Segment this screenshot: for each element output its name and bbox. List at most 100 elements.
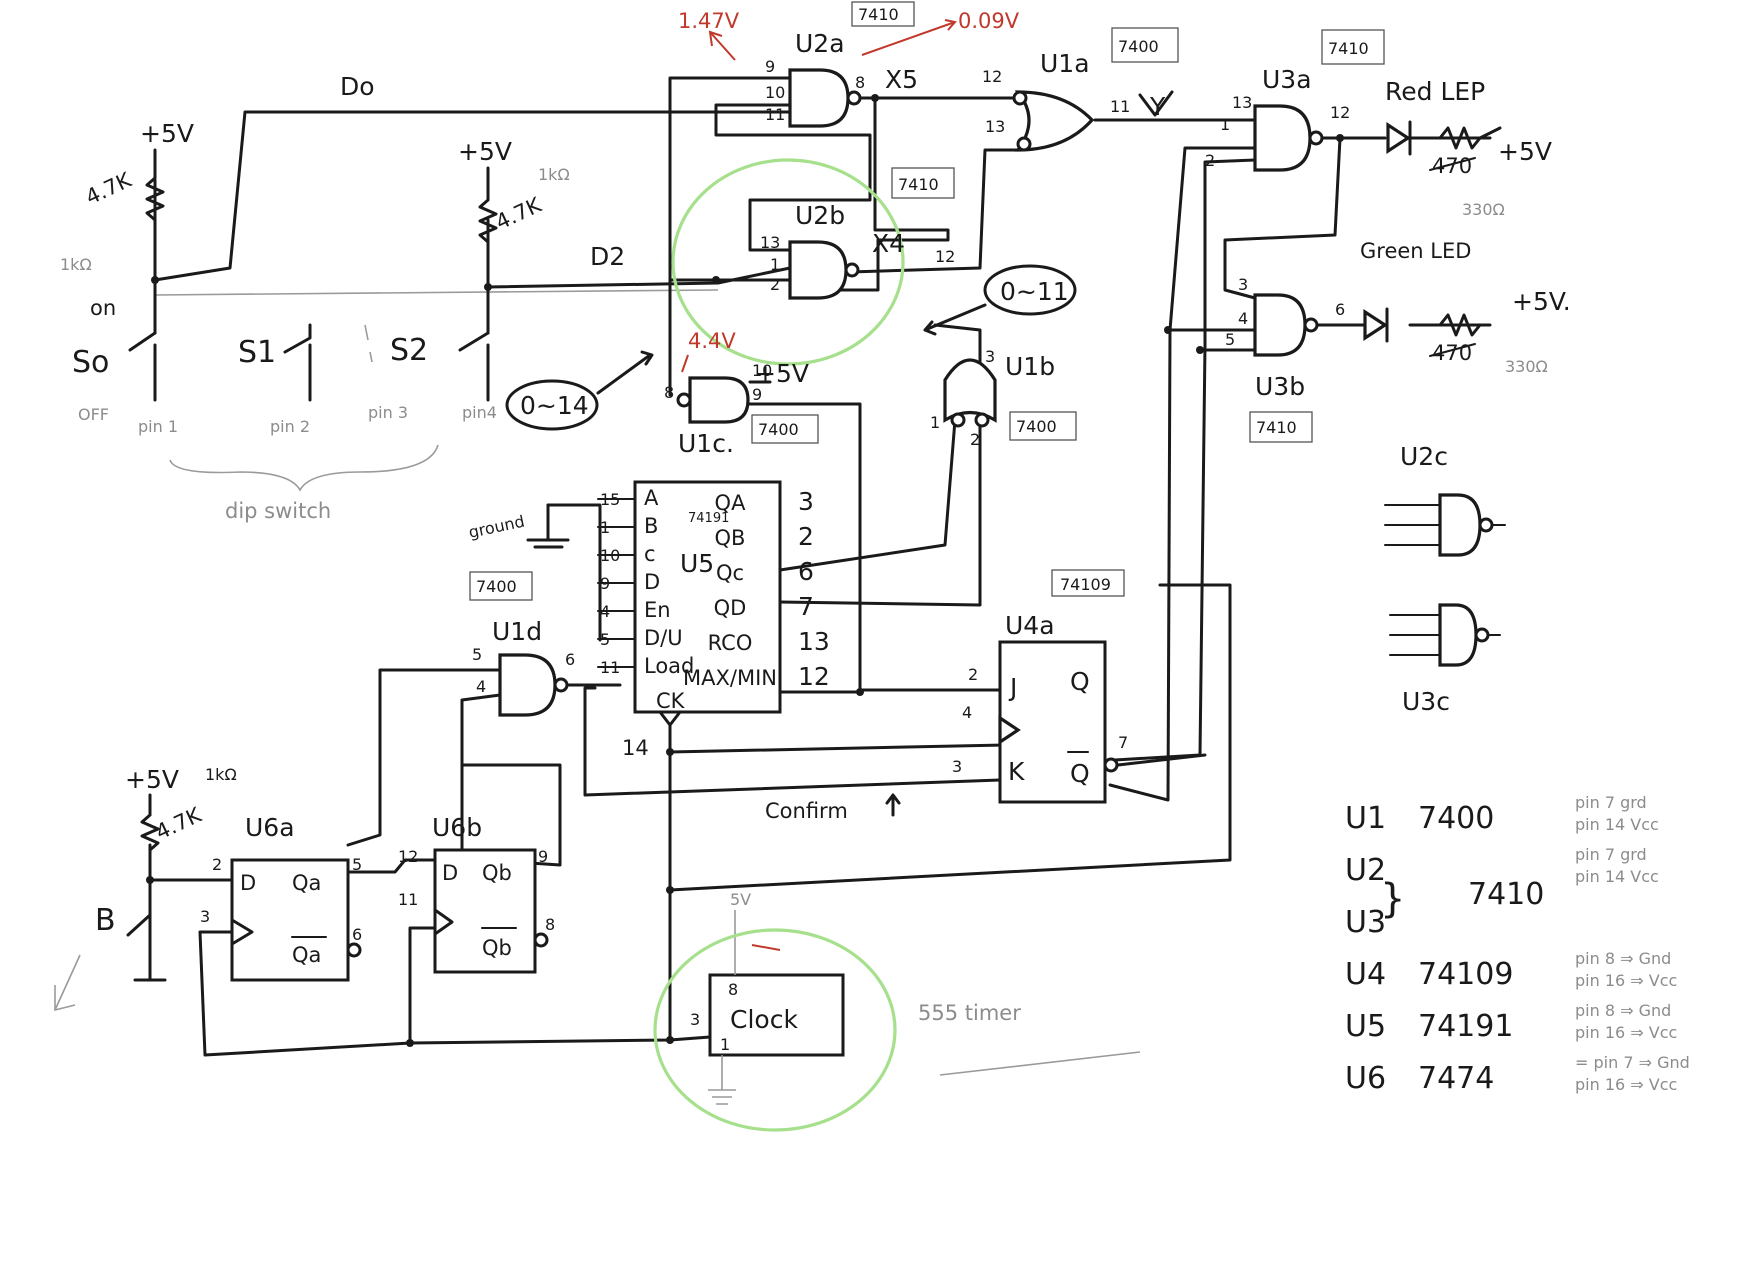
wire-u3a-to-u3b bbox=[1223, 136, 1342, 300]
ground-label: ground bbox=[467, 512, 526, 542]
clock-label: Clock bbox=[730, 1005, 798, 1034]
u2b-label: U2b bbox=[795, 201, 845, 230]
svg-text:11: 11 bbox=[398, 890, 418, 909]
svg-text:2: 2 bbox=[770, 275, 780, 294]
svg-text:12: 12 bbox=[1330, 103, 1350, 122]
svg-text:330Ω: 330Ω bbox=[1462, 200, 1505, 219]
u5-pin-qd: QD bbox=[714, 596, 747, 620]
svg-text:3: 3 bbox=[1238, 275, 1248, 294]
u5-pin-d: D bbox=[644, 570, 660, 594]
signal-y: Y bbox=[1149, 92, 1166, 121]
u5-pin-b: B bbox=[644, 514, 658, 538]
wire-x4 bbox=[848, 148, 1024, 274]
gate-u1d: U1d 5 4 6 7400 bbox=[469, 571, 575, 717]
gate-u2c: U2c bbox=[1384, 442, 1506, 557]
u5-pin-a: A bbox=[644, 486, 659, 510]
legend-note: pin 16 ⇒ Vcc bbox=[1575, 971, 1677, 990]
svg-text:1: 1 bbox=[770, 255, 780, 274]
dip-switch: +5V +5V 1kΩ 1kΩ 4.7K 4.7K So S1 S2 on OF… bbox=[60, 119, 570, 523]
u3a-label: U3a bbox=[1262, 65, 1312, 94]
u1a-part: 7400 bbox=[1118, 37, 1159, 56]
u3b-part: 7410 bbox=[1256, 418, 1297, 437]
svg-text:+5V.: +5V. bbox=[1512, 287, 1571, 316]
u2b-highlight bbox=[671, 158, 905, 366]
svg-text:3: 3 bbox=[200, 907, 210, 926]
wire-qc bbox=[778, 418, 957, 572]
wire-u1c-out bbox=[668, 76, 792, 397]
svg-text:13: 13 bbox=[985, 117, 1005, 136]
svg-text:4: 4 bbox=[1238, 309, 1248, 328]
u6a-label: U6a bbox=[245, 813, 295, 842]
svg-text:2: 2 bbox=[968, 665, 978, 684]
switch-s0 bbox=[128, 331, 157, 362]
svg-text:4.7K: 4.7K bbox=[82, 167, 136, 209]
u5-pin-load: Load bbox=[644, 654, 694, 678]
wire-u6-clock bbox=[198, 926, 437, 1057]
wire-u5-ground-bus bbox=[546, 503, 602, 642]
u2b-part: 7410 bbox=[898, 175, 939, 194]
svg-text:13: 13 bbox=[760, 233, 780, 252]
junctions bbox=[146, 94, 1344, 1047]
gate-u1b: U1b 3 1 2 7400 bbox=[930, 347, 1077, 449]
clock-555: Clock 3 8 1 5V 555 timer bbox=[653, 890, 1141, 1132]
svg-text:+5V: +5V bbox=[1498, 137, 1552, 166]
legend-note: pin 16 ⇒ Vcc bbox=[1575, 1075, 1677, 1094]
svg-text:4: 4 bbox=[962, 703, 972, 722]
svg-text:12: 12 bbox=[398, 847, 418, 866]
svg-text:8: 8 bbox=[545, 915, 555, 934]
u5-ck: CK bbox=[656, 689, 686, 713]
wire-u1c-pin9 bbox=[748, 402, 1002, 692]
switch-s1 bbox=[283, 323, 312, 362]
u5-part: 74191 bbox=[688, 511, 729, 526]
legend-part: 7400 bbox=[1418, 801, 1494, 836]
svg-text:2: 2 bbox=[212, 855, 222, 874]
switch-s1b bbox=[364, 324, 373, 363]
u5-pin-qb: QB bbox=[715, 526, 746, 550]
legend-note: pin 8 ⇒ Gnd bbox=[1575, 949, 1671, 968]
u4a-part: 74109 bbox=[1060, 575, 1111, 594]
wire-qbar bbox=[1116, 753, 1207, 767]
wire-clock-out bbox=[408, 1035, 712, 1045]
u2a-part: 7410 bbox=[858, 5, 899, 24]
wire-u3b-inputs bbox=[1166, 328, 1257, 352]
button-b-label: B bbox=[95, 903, 116, 938]
svg-text:D: D bbox=[240, 871, 256, 895]
u6b-d-flipflop: U6b D Qb Qb 12 11 9 8 bbox=[398, 813, 555, 974]
u1c-label: U1c. bbox=[678, 429, 734, 458]
voltage-147: 1.47V bbox=[678, 9, 740, 33]
svg-text:9: 9 bbox=[538, 847, 548, 866]
gate-u3c: U3c bbox=[1389, 603, 1501, 716]
svg-text:12: 12 bbox=[982, 67, 1002, 86]
wire-k-load bbox=[583, 686, 1002, 797]
push-button-b: +5V 1kΩ 4.7K B bbox=[54, 765, 237, 1012]
gate-u1c: U1c. 8 10 9 7400 bbox=[664, 361, 819, 458]
svg-text:+5V: +5V bbox=[458, 137, 512, 166]
u5-pin-num: 6 bbox=[798, 557, 814, 586]
u1c-part: 7400 bbox=[758, 420, 799, 439]
switch-s0-label: So bbox=[72, 345, 109, 380]
signal-x5: X5 bbox=[885, 65, 918, 94]
svg-text:4: 4 bbox=[476, 677, 486, 696]
legend-note: pin 14 Vcc bbox=[1575, 867, 1659, 886]
u5-pin-en: En bbox=[644, 598, 671, 622]
legend-ref: U5 bbox=[1345, 1009, 1386, 1044]
svg-text:6: 6 bbox=[1335, 300, 1345, 319]
switch-s2-label: S2 bbox=[390, 333, 428, 368]
range-11-bubble bbox=[983, 264, 1077, 316]
u5-pin-qc: Qc bbox=[716, 561, 744, 585]
voltage-44: 4.4V bbox=[688, 329, 736, 353]
svg-text:1kΩ: 1kΩ bbox=[538, 165, 570, 184]
legend-ref: U4 bbox=[1345, 957, 1386, 992]
svg-text:Qa: Qa bbox=[292, 943, 321, 967]
wire-bus-left bbox=[1108, 146, 1257, 802]
red-led: Red LEP 470 +5V 330Ω bbox=[1385, 77, 1552, 219]
legend-note: = pin 7 ⇒ Gnd bbox=[1575, 1053, 1690, 1072]
u6b-label: U6b bbox=[432, 813, 482, 842]
wire-feedback bbox=[714, 103, 872, 252]
svg-text:3: 3 bbox=[690, 1010, 700, 1029]
u6a-d-flipflop: U6a D Qa Qa 2 3 5 6 bbox=[200, 813, 362, 982]
svg-text:470: 470 bbox=[1432, 154, 1472, 178]
u5-pin-qa: QA bbox=[715, 491, 747, 515]
